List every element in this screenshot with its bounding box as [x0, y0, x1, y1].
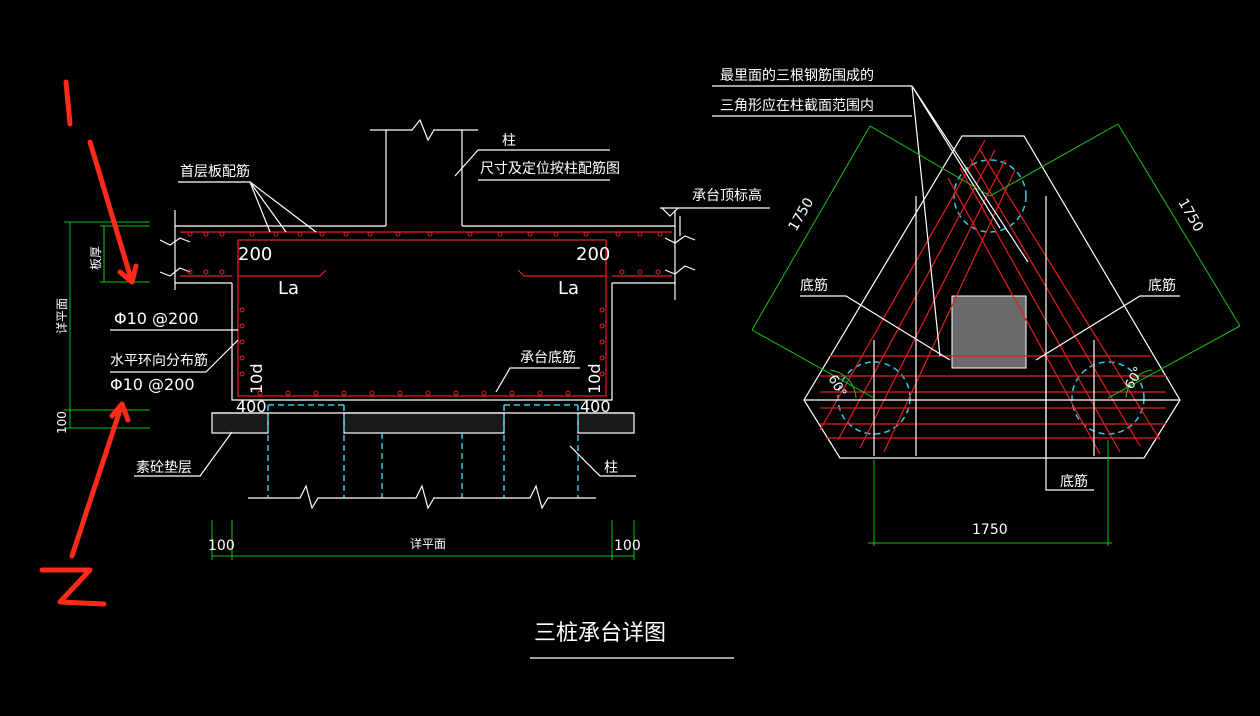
- column-outline: [385, 118, 463, 226]
- dim-100-vertical: 100: [55, 411, 69, 434]
- dim-100-right: 100: [614, 538, 641, 554]
- label-cap-top-elev: 承台顶标高: [692, 187, 762, 204]
- label-cap-bottom-rebar: 承台底筋: [520, 349, 576, 366]
- plan-view: [712, 85, 1241, 546]
- dim-100-left: 100: [208, 538, 235, 554]
- label-10d-right: 10d: [585, 363, 604, 394]
- label-column: 柱: [502, 133, 516, 149]
- label-la-left: La: [278, 278, 299, 299]
- user-annotations: [39, 79, 139, 607]
- label-bottom-rebar-right: 底筋: [1148, 277, 1176, 294]
- label-10d-left: 10d: [247, 363, 266, 394]
- label-plain-concrete: 素砼垫层: [136, 460, 192, 476]
- label-first-floor-rebar: 首层板配筋: [180, 163, 250, 180]
- label-bottom-rebar-left: 底筋: [800, 277, 828, 294]
- drawing-title: 三桩承台详图: [534, 621, 666, 646]
- label-rebar-spec-1: Φ10 @200: [114, 309, 199, 328]
- label-400-right: 400: [580, 397, 611, 416]
- plan-dimensions: [751, 123, 1241, 546]
- label-bottom-rebar-bottom: 底筋: [1060, 473, 1088, 490]
- section-labels: 首层板配筋 柱 尺寸及定位按柱配筋图 承台顶标高 200 200 La La Φ…: [54, 133, 762, 646]
- annotation-2-stroke: [39, 567, 107, 607]
- label-column-note: 尺寸及定位按柱配筋图: [480, 160, 620, 177]
- label-200-left: 200: [238, 244, 272, 265]
- plain-concrete-pads: [211, 412, 635, 434]
- dim-1750-right: 1750: [1175, 196, 1207, 235]
- cap-rebar-frame: [237, 240, 607, 397]
- label-400-left: 400: [236, 397, 267, 416]
- cap-outline: [231, 283, 613, 401]
- annotation-1-arrow: [87, 139, 139, 285]
- label-200-right: 200: [576, 244, 610, 265]
- pile-right: [1071, 361, 1145, 435]
- dim-1750-left: 1750: [786, 195, 818, 234]
- label-pile: 柱: [604, 460, 618, 476]
- piles: [248, 404, 596, 510]
- label-rebar-spec-2: Φ10 @200: [110, 375, 195, 394]
- section-view: [64, 118, 770, 659]
- dim-1750-bottom: 1750: [972, 522, 1008, 538]
- label-note-line2: 三角形应在柱截面范围内: [720, 97, 874, 114]
- dim-see-plan-left: 详平面: [54, 298, 69, 334]
- label-horizontal-ring: 水平环向分布筋: [110, 352, 208, 369]
- annotation-2-arrow: [69, 401, 131, 559]
- label-note-line1: 最里面的三根钢筋围成的: [720, 67, 874, 84]
- pile-top: [953, 159, 1027, 233]
- dim-see-plan-bottom: 详平面: [410, 536, 446, 551]
- column-section: [951, 295, 1027, 369]
- label-la-right: La: [558, 278, 579, 299]
- annotation-1-stroke: [63, 79, 73, 127]
- dim-cap-height: 板厚: [89, 246, 103, 270]
